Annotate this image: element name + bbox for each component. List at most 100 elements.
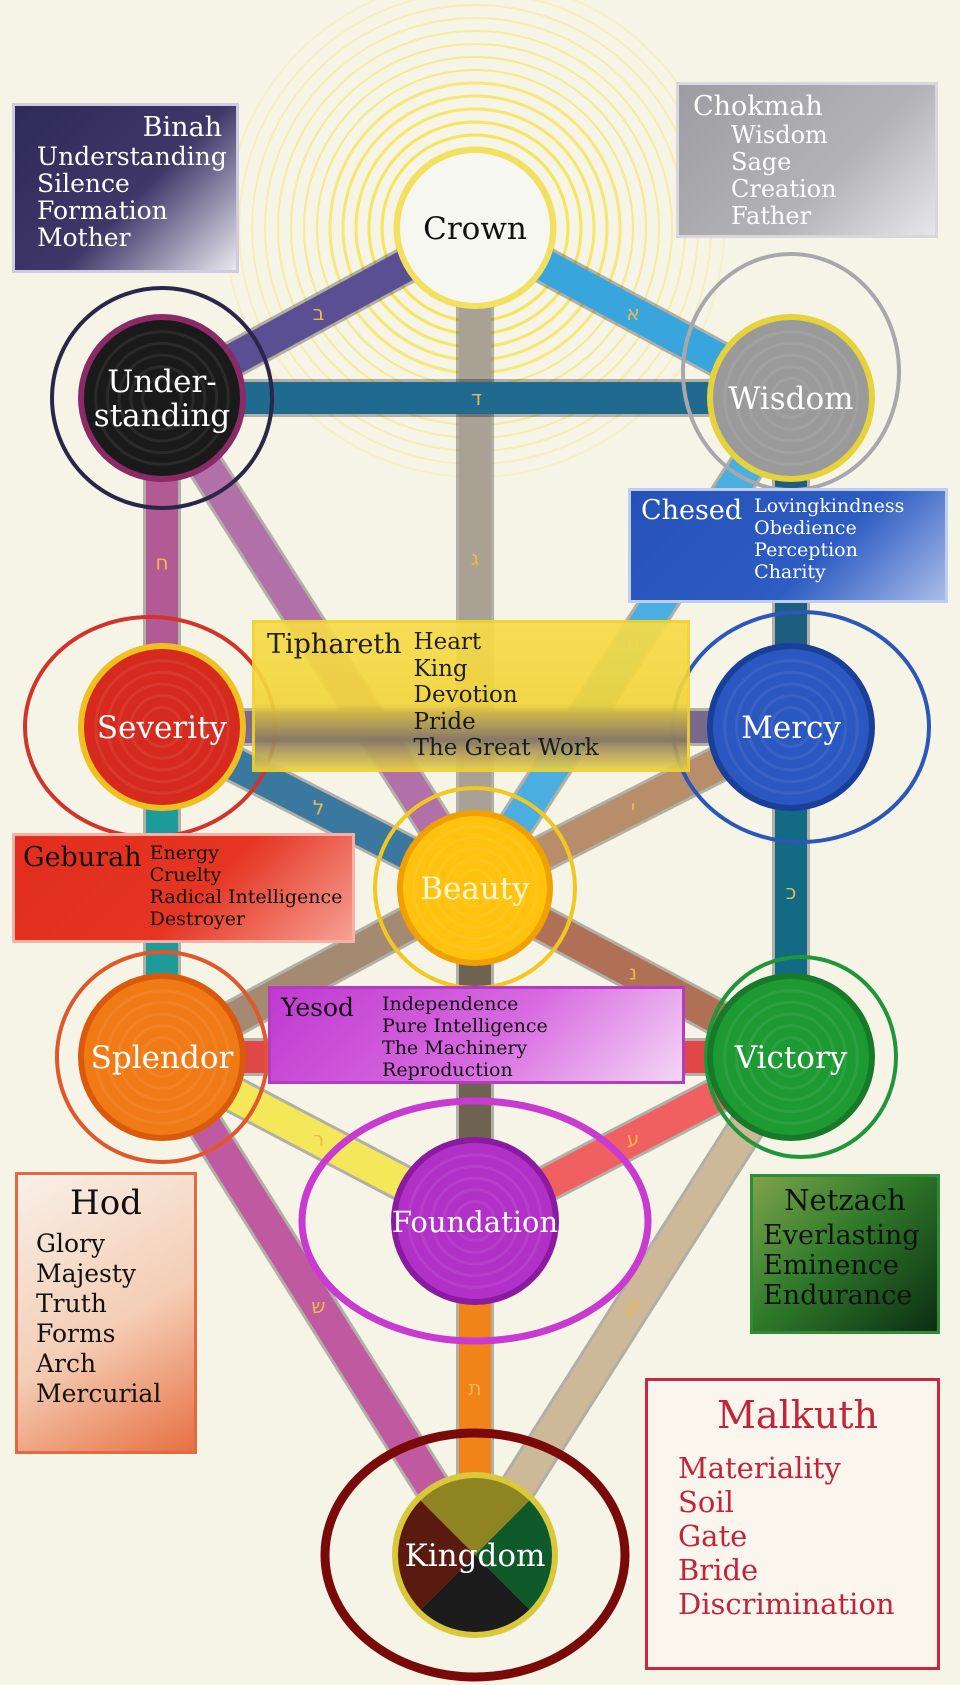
kingdom-outer-ring bbox=[320, 1428, 630, 1682]
tiphareth-box: Tiphareth Heart King Devotion Pride The … bbox=[252, 620, 690, 772]
sphere-mercy-inner-ring bbox=[723, 659, 859, 795]
sphere-understanding-body bbox=[84, 320, 240, 476]
malkuth-line: Materiality bbox=[678, 1451, 841, 1485]
chesed-line: Lovingkindness bbox=[754, 495, 905, 517]
sphere-crown-body bbox=[400, 153, 550, 303]
malkuth-line: Discrimination bbox=[678, 1587, 895, 1621]
sphere-foundation: Foundation bbox=[391, 1137, 559, 1305]
sphere-foundation-inner-ring bbox=[407, 1153, 543, 1289]
sphere-mercy-label: Mercy bbox=[741, 710, 841, 746]
sphere-understanding-inner-ring bbox=[141, 377, 183, 419]
kingdom-quadrant-russet bbox=[397, 1500, 475, 1610]
tiphareth-title: Tiphareth bbox=[267, 629, 402, 660]
tiphareth-line: The Great Work bbox=[413, 735, 599, 761]
chokmah-line: Creation bbox=[731, 175, 837, 203]
chokmah-box: Chokmah Wisdom Sage Creation Father bbox=[676, 82, 938, 238]
sphere-foundation-label: Foundation bbox=[392, 1205, 558, 1239]
malkuth-title: Malkuth bbox=[717, 1393, 878, 1437]
sphere-beauty-inner-ring bbox=[444, 857, 506, 919]
sphere-crown-inner-ring bbox=[443, 196, 507, 260]
path-letter: א bbox=[626, 301, 639, 325]
sphere-understanding-inner-ring bbox=[94, 330, 230, 466]
path-letter: ג bbox=[471, 546, 479, 570]
netzach-title: Netzach bbox=[784, 1183, 906, 1217]
sphere-wisdom-inner-ring bbox=[746, 353, 836, 443]
sphere-splendor-inner-ring bbox=[129, 1024, 195, 1090]
path-letter: ת bbox=[468, 1376, 481, 1400]
sphere-severity-inner-ring bbox=[129, 694, 195, 760]
sphere-severity-body bbox=[84, 649, 240, 805]
kingdom-quadrant-black bbox=[420, 1555, 530, 1632]
sphere-beauty: Beauty bbox=[397, 810, 553, 966]
path-victory-kingdom bbox=[461, 1048, 805, 1564]
sphere-understanding-label: Under- bbox=[107, 364, 217, 400]
sphere-victory: Victory bbox=[707, 973, 875, 1141]
sphere-beauty-inner-ring bbox=[455, 868, 495, 908]
binah-line: Mother bbox=[37, 223, 131, 252]
sphere-beauty-inner-ring bbox=[433, 846, 517, 930]
chokmah-title: Chokmah bbox=[693, 91, 823, 122]
sphere-crown-inner-ring bbox=[421, 174, 529, 282]
chokmah-line: Father bbox=[731, 202, 812, 230]
yesod-line: Pure Intelligence bbox=[382, 1015, 548, 1037]
yesod-box: Yesod Independence Pure Intelligence The… bbox=[268, 986, 685, 1084]
sphere-understanding-label: standing bbox=[94, 398, 230, 434]
path-letter: ח bbox=[155, 551, 168, 575]
chesed-line: Obedience bbox=[754, 517, 857, 539]
sphere-foundation-inner-ring bbox=[442, 1188, 508, 1254]
hod-line: Glory bbox=[36, 1229, 106, 1258]
sphere-foundation-inner-ring bbox=[454, 1200, 496, 1242]
sphere-wisdom-body bbox=[713, 320, 869, 476]
binah-line: Silence bbox=[37, 169, 130, 198]
hod-title: Hod bbox=[70, 1183, 142, 1223]
sphere-severity-inner-ring bbox=[94, 659, 230, 795]
sphere-wisdom: Wisdom bbox=[707, 314, 875, 482]
yesod-title: Yesod bbox=[281, 993, 355, 1022]
sphere-wisdom-label: Wisdom bbox=[728, 381, 853, 417]
sphere-mercy-body bbox=[713, 649, 869, 805]
sphere-splendor-label: Splendor bbox=[91, 1040, 234, 1076]
sphere-beauty-label: Beauty bbox=[420, 871, 530, 907]
sphere-mercy-inner-ring bbox=[734, 670, 848, 784]
sphere-victory-body bbox=[713, 979, 869, 1135]
tiphareth-line: King bbox=[413, 655, 468, 682]
hod-line: Forms bbox=[36, 1319, 116, 1348]
sphere-crown: Crown bbox=[394, 147, 556, 309]
yesod-line: The Machinery bbox=[382, 1037, 528, 1059]
path-letter: ע bbox=[627, 1127, 640, 1151]
sphere-splendor-inner-ring bbox=[141, 1036, 183, 1078]
path-letter: ב bbox=[313, 301, 325, 325]
netzach-line: Endurance bbox=[763, 1280, 913, 1311]
sphere-severity-inner-ring bbox=[117, 682, 207, 772]
chesed-line: Perception bbox=[754, 539, 858, 561]
foundation-outer-ring bbox=[298, 1097, 652, 1345]
sphere-severity-label: Severity bbox=[97, 710, 228, 746]
geburah-line: Energy bbox=[149, 842, 219, 864]
sphere-mercy: Mercy bbox=[707, 643, 875, 811]
sphere-victory-inner-ring bbox=[746, 1012, 836, 1102]
sphere-wisdom-inner-ring bbox=[723, 330, 859, 466]
sphere-crown-inner-ring bbox=[432, 185, 518, 271]
netzach-line: Eminence bbox=[763, 1250, 899, 1281]
path-letter: ש bbox=[311, 1294, 325, 1318]
binah-line: Understanding bbox=[37, 142, 227, 171]
yesod-line: Independence bbox=[382, 993, 519, 1015]
tiphareth-line: Pride bbox=[413, 708, 476, 735]
chesed-box: Chesed Lovingkindness Obedience Percepti… bbox=[628, 488, 948, 603]
sphere-victory-label: Victory bbox=[734, 1040, 848, 1076]
malkuth-line: Soil bbox=[678, 1485, 734, 1519]
sphere-wisdom-inner-ring bbox=[734, 341, 848, 455]
sphere-understanding-inner-ring bbox=[129, 365, 195, 431]
sphere-wisdom-inner-ring bbox=[770, 377, 812, 419]
path-letter: ד bbox=[471, 386, 482, 410]
path-letter: נ bbox=[629, 961, 637, 985]
sphere-severity-inner-ring bbox=[141, 706, 183, 748]
path-letter: ק bbox=[626, 1294, 640, 1318]
sphere-splendor-body bbox=[84, 979, 240, 1135]
sphere-splendor-inner-ring bbox=[105, 1000, 219, 1114]
malkuth-line: Bride bbox=[678, 1553, 759, 1587]
geburah-line: Cruelty bbox=[149, 864, 222, 886]
sphere-beauty-body bbox=[403, 816, 547, 960]
